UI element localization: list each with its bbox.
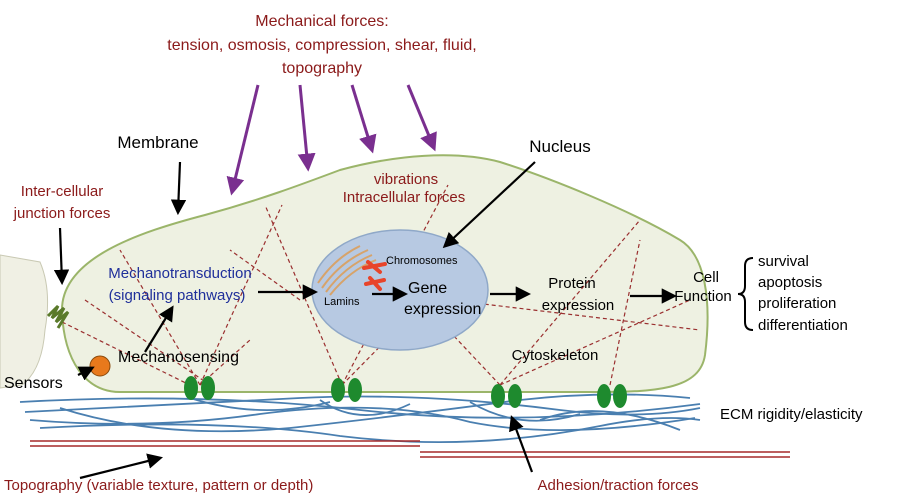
adhesion-label: Adhesion/traction forces <box>538 477 699 494</box>
title-line2: tension, osmosis, compression, shear, fl… <box>167 37 476 54</box>
cell-function-apoptosis: apoptosis <box>758 274 822 291</box>
topography-label: Topography (variable texture, pattern or… <box>4 477 313 494</box>
nucleus <box>312 230 488 350</box>
protein-label-line2: expression <box>542 297 615 314</box>
title-line1: Mechanical forces: <box>255 13 388 30</box>
lamins-label: Lamins <box>324 296 360 308</box>
sensor-dot <box>90 356 110 376</box>
cell-label-line1: Cell <box>693 269 719 286</box>
cell-label-line2: Function <box>674 288 732 305</box>
membrane-label: Membrane <box>117 133 198 152</box>
nucleus-label: Nucleus <box>529 137 590 156</box>
signaling-label: (signaling pathways) <box>109 287 246 304</box>
vibrations-label: vibrations <box>374 171 438 188</box>
function-brace <box>738 258 753 330</box>
cell-function-differentiation: differentiation <box>758 317 848 334</box>
protein-label-line1: Protein <box>548 275 596 292</box>
substrate-bars <box>30 441 790 457</box>
mechanotransduction-label: Mechanotransduction <box>108 265 251 282</box>
gene-label-line1: Gene <box>408 280 447 297</box>
junction-label-line2: junction forces <box>13 205 111 222</box>
cell-function-survival: survival <box>758 253 809 270</box>
chromosomes-label: Chromosomes <box>386 255 458 267</box>
neighbor-cell <box>0 255 48 388</box>
ecm-label: ECM rigidity/elasticity <box>720 406 863 423</box>
sensors-label: Sensors <box>4 375 63 392</box>
gene-label-line2: expression <box>404 301 481 318</box>
mechanosensing-label: Mechanosensing <box>118 349 239 366</box>
cell-function-proliferation: proliferation <box>758 295 836 312</box>
junction-label-line1: Inter-cellular <box>21 183 104 200</box>
cytoskeleton-label: Cytoskeleton <box>512 347 599 364</box>
intracellular-label: Intracellular forces <box>343 189 466 206</box>
title-line3: topography <box>282 60 362 77</box>
